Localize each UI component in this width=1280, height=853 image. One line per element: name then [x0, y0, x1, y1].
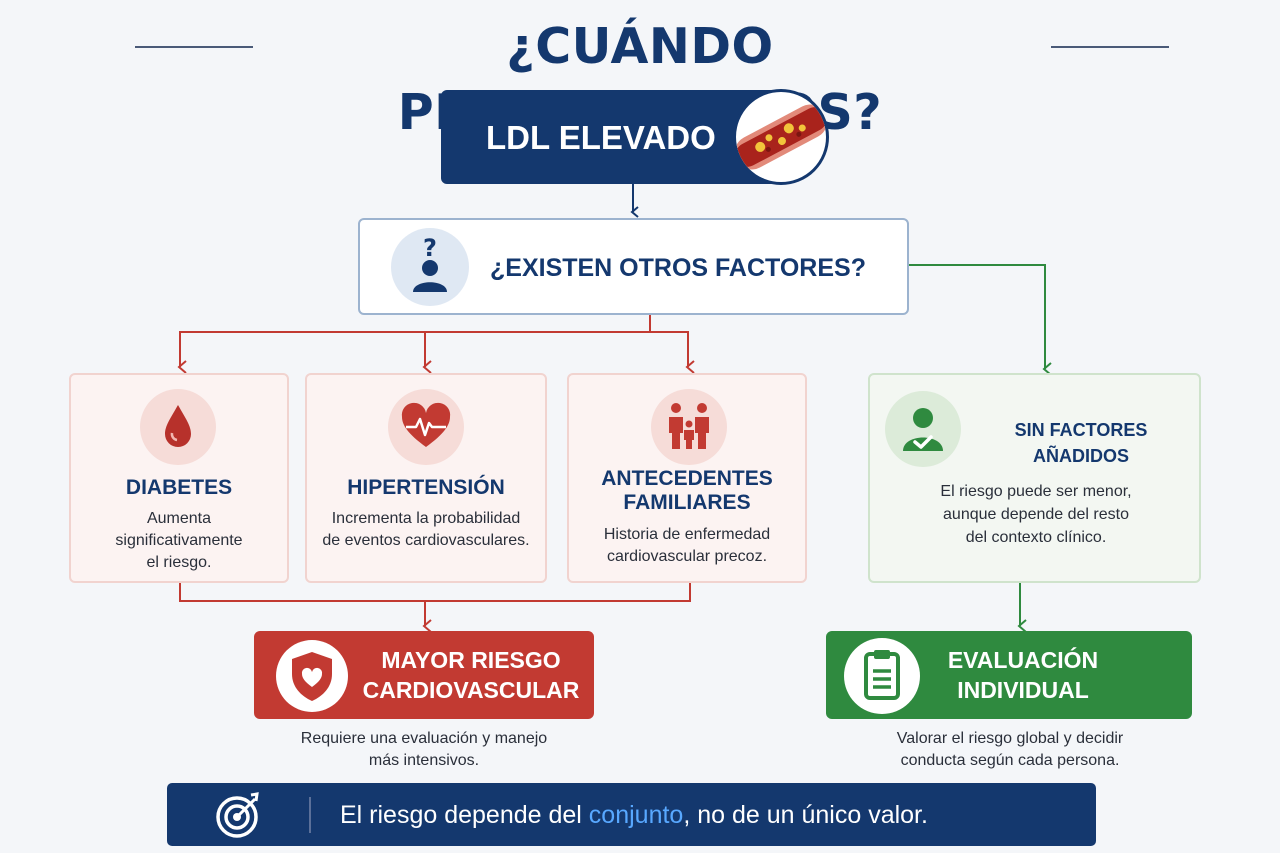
footer-message: El riesgo depende del conjunto, no de un…	[340, 801, 928, 829]
factor-title-family-history: ANTECEDENTES FAMILIARES	[601, 467, 773, 514]
outcome-eval-text: Valorar el riesgo global y decidir condu…	[896, 730, 1124, 769]
factor-title-diabetes: DIABETES	[125, 476, 233, 499]
target-icon	[213, 791, 263, 839]
family-icon	[651, 389, 727, 465]
title-rule-right	[1051, 46, 1169, 48]
footer-highlight: conjunto	[588, 801, 684, 829]
heart-pulse-icon	[388, 389, 464, 465]
connector-question-factors	[179, 315, 689, 366]
ldl-label: LDL ELEVADO	[486, 119, 716, 156]
connector-question-nofactors	[909, 264, 1046, 368]
footer-divider	[309, 797, 311, 833]
blood-drop-icon	[140, 389, 216, 465]
title-rule-left	[135, 46, 253, 48]
person-question-icon: ?	[391, 228, 469, 306]
connector-factors-risk	[179, 583, 691, 625]
outcome-risk-title: MAYOR RIESGO CARDIOVASCULAR	[362, 647, 580, 703]
factor-text-diabetes: Aumenta significativamente el riesgo.	[115, 510, 243, 571]
clipboard-icon	[844, 638, 920, 714]
footer-banner	[167, 783, 1096, 846]
no-factors-title: SIN FACTORES AÑADIDOS	[1014, 420, 1148, 466]
shield-heart-icon	[276, 640, 348, 712]
no-factors-text: El riesgo puede ser menor, aunque depend…	[940, 483, 1132, 546]
outcome-risk-text: Requiere una evaluación y manejo más int…	[300, 730, 548, 769]
ldl-box	[441, 90, 787, 184]
factor-text-hypertension: Incrementa la probabilidad de eventos ca…	[322, 510, 530, 549]
artery-plaque-icon	[733, 89, 829, 185]
person-check-icon	[885, 391, 961, 467]
factor-title-hypertension: HIPERTENSIÓN	[347, 476, 505, 499]
outcome-eval-title: EVALUACIÓN INDIVIDUAL	[947, 647, 1099, 703]
question-label: ¿EXISTEN OTROS FACTORES?	[490, 254, 866, 282]
factor-text-family-history: Historia de enfermedad cardiovascular pr…	[603, 526, 771, 565]
svg-text:?: ?	[423, 234, 437, 262]
